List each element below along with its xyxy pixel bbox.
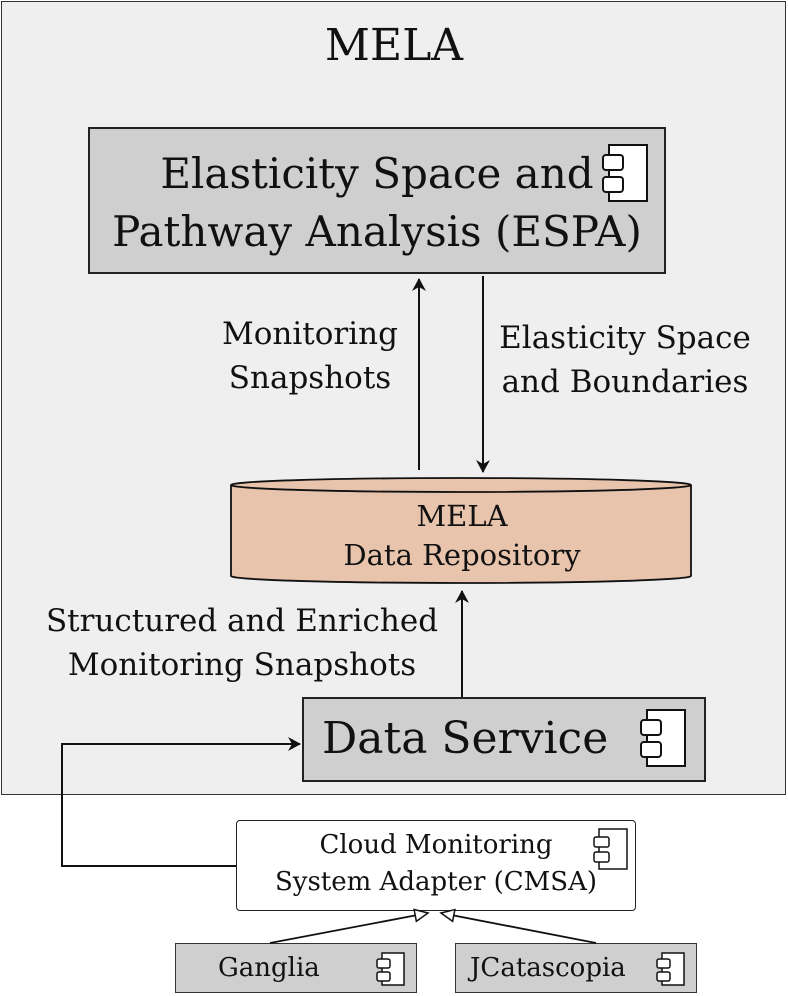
arrow-ganglia-to-cmsa [269,913,428,944]
elasticity-space-line1: Elasticity Space [499,320,751,356]
structured-snapshots-line1: Structured and Enriched [45,603,439,639]
espa-label-line2: Pathway Analysis (ESPA) [112,207,642,256]
data-repository-line1: MELA [416,499,508,533]
monitoring-snapshots-line2: Snapshots [228,360,392,396]
ganglia-component: Ganglia [175,943,417,993]
monitoring-snapshots-line1: Monitoring [222,316,398,352]
arrow-cmsa-to-data-service [61,737,301,867]
mela-title: MELA [324,20,464,71]
cmsa-label-line2: System Adapter (CMSA) [274,867,598,897]
component-icon [602,144,648,202]
structured-snapshots-label: Structured and Enriched Monitoring Snaps… [36,599,448,687]
data-repository-label: MELA Data Repository [232,497,692,575]
data-repository-line2: Data Repository [343,538,581,572]
jcatascopia-label: JCatascopia [470,953,626,983]
component-icon [376,952,405,986]
espa-label: Elasticity Space and Pathway Analysis (E… [90,145,664,261]
component-icon [593,828,628,870]
espa-label-line1: Elasticity Space and [160,149,594,198]
cmsa-component: Cloud Monitoring System Adapter (CMSA) [236,820,636,911]
cmsa-label: Cloud Monitoring System Adapter (CMSA) [237,827,635,901]
data-service-label: Data Service [322,713,609,764]
component-icon [656,952,685,986]
ganglia-label: Ganglia [218,953,320,983]
data-repository-cylinder [230,477,692,584]
data-service-component: Data Service [302,697,706,782]
elasticity-space-line2: and Boundaries [501,364,749,400]
component-icon [640,709,686,767]
structured-snapshots-line2: Monitoring Snapshots [67,647,417,683]
arrow-jcatascopia-to-cmsa [441,913,597,944]
jcatascopia-component: JCatascopia [455,943,697,993]
espa-component: Elasticity Space and Pathway Analysis (E… [88,127,666,274]
monitoring-snapshots-label: Monitoring Snapshots [200,312,420,400]
elasticity-space-label: Elasticity Space and Boundaries [494,316,756,404]
cmsa-label-line1: Cloud Monitoring [319,830,553,860]
